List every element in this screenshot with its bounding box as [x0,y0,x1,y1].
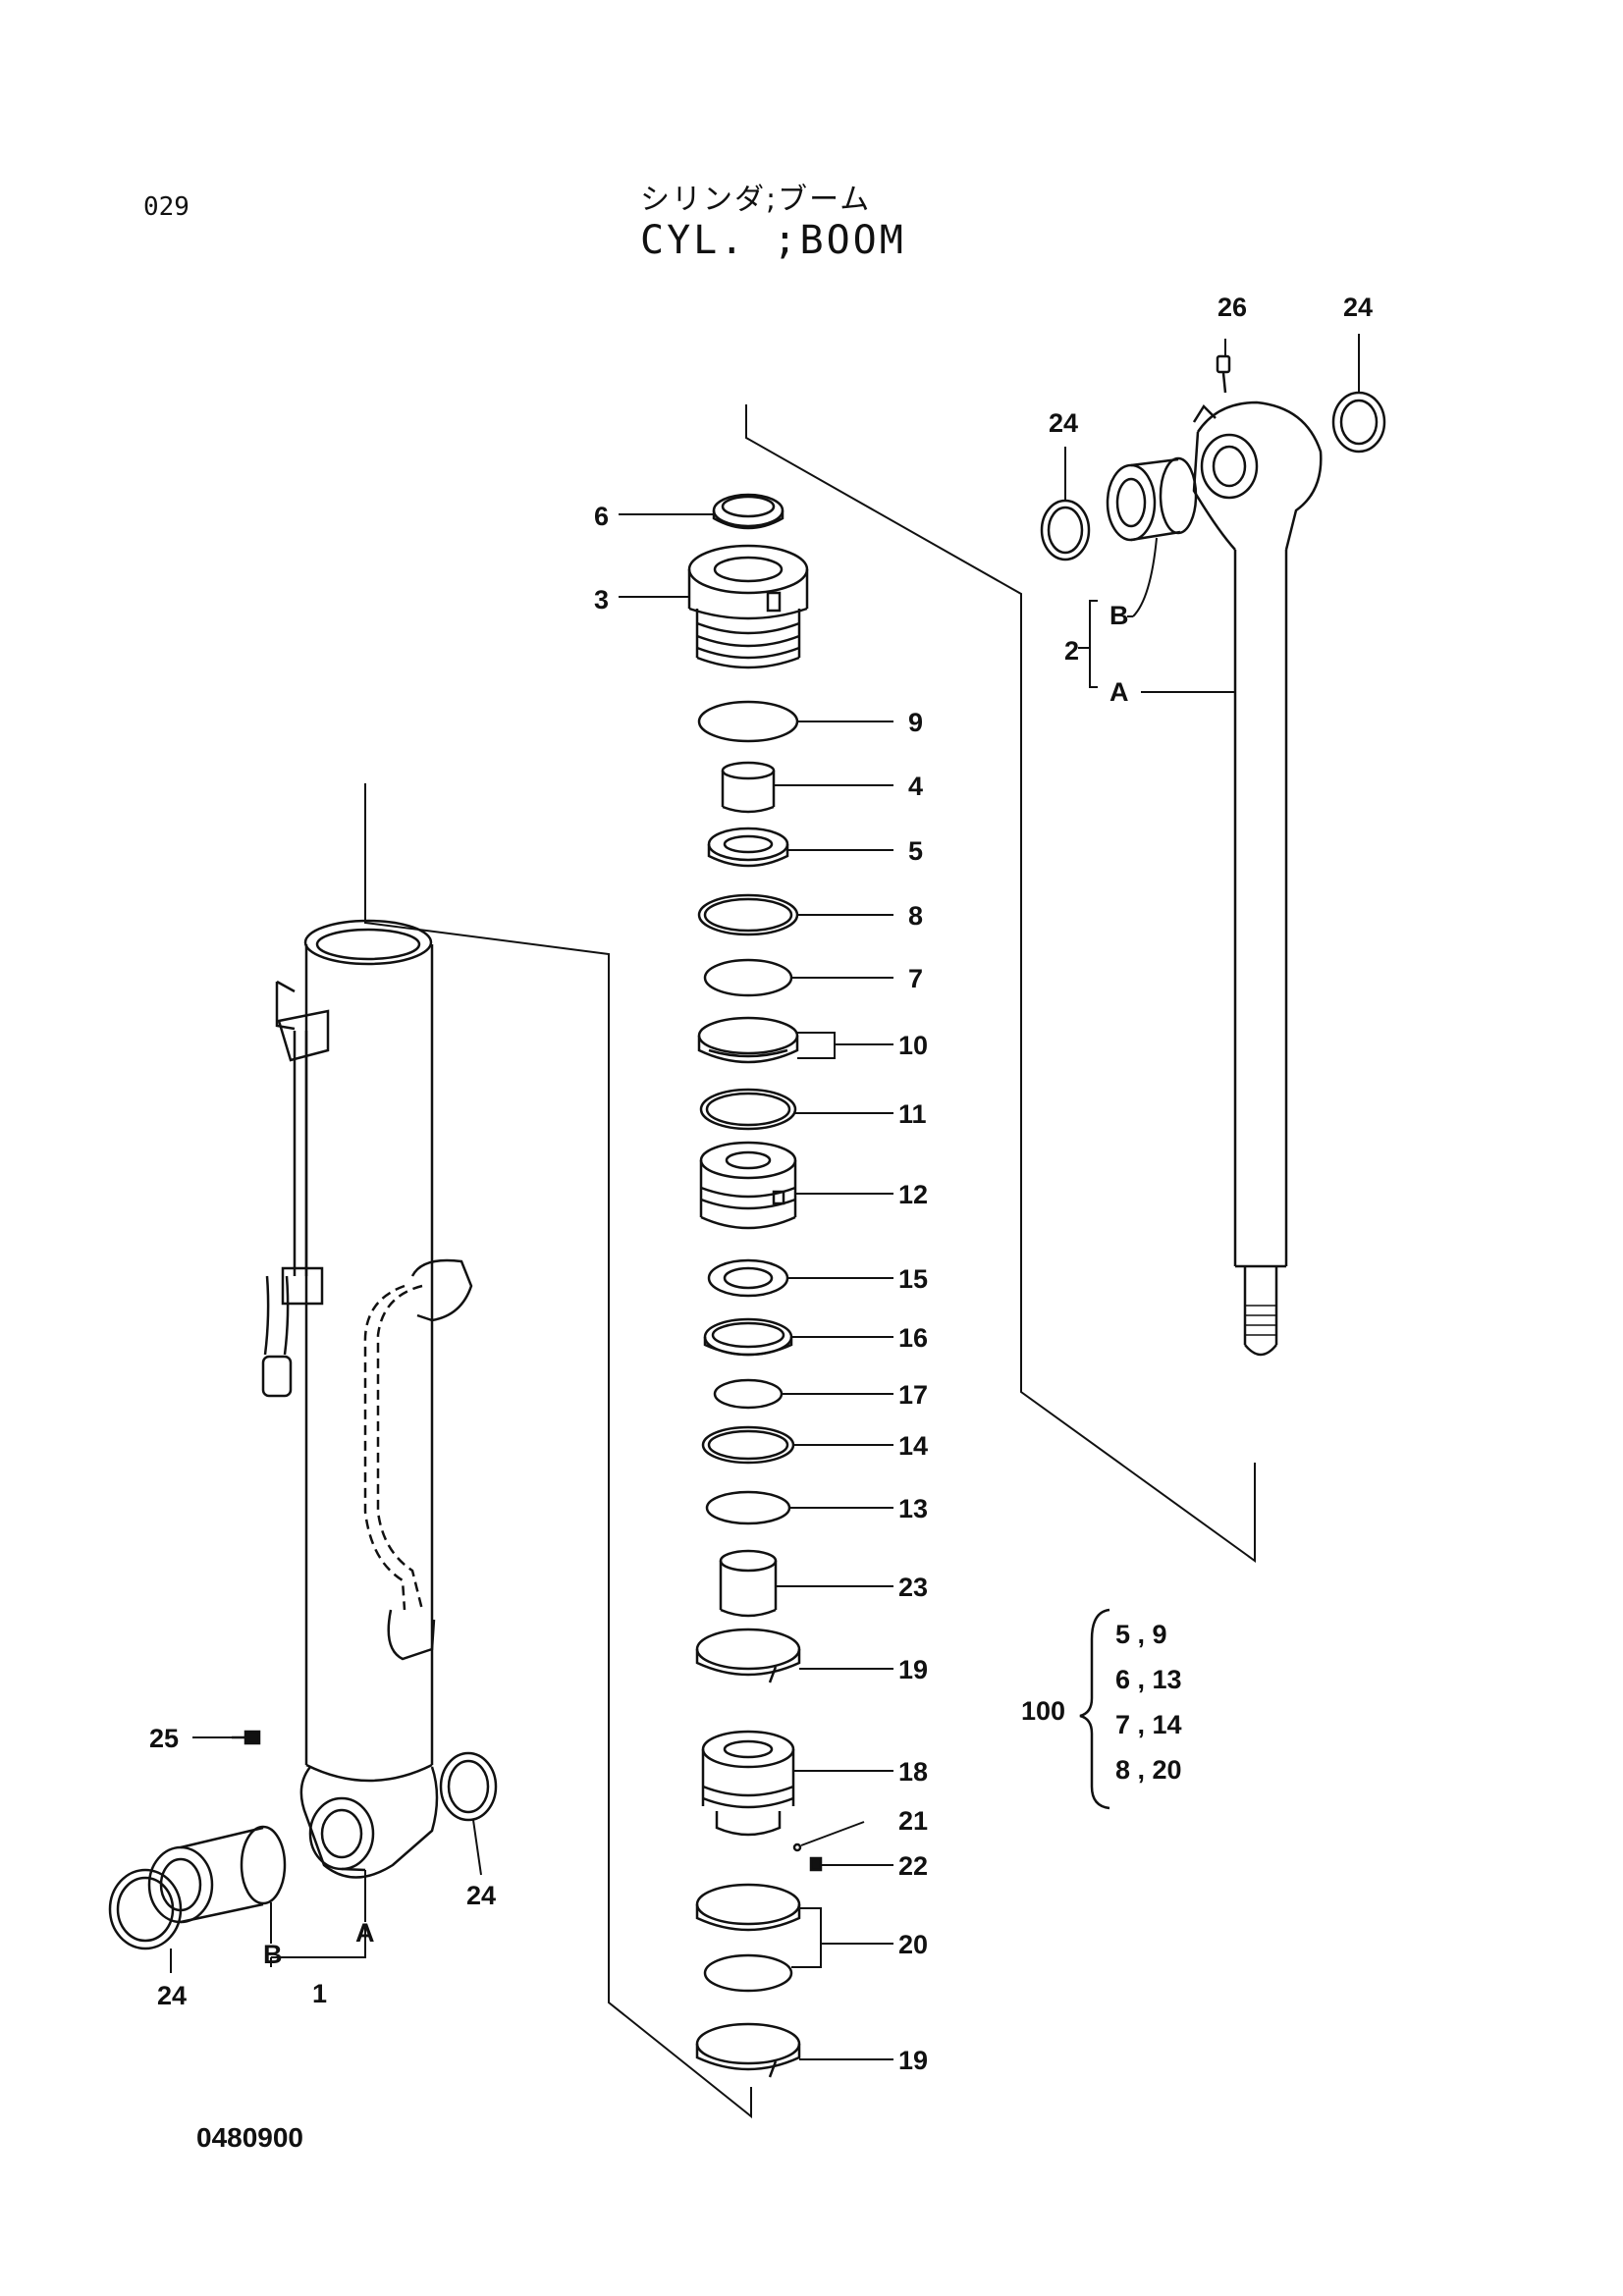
tube-side-ring-left [108,1868,183,1950]
page-number: 029 [143,192,189,222]
callout-2-B: B [1109,601,1129,630]
title-english: CYL. ;BOOM [640,218,906,263]
title-japanese: シリンダ;ブーム [640,183,872,217]
part-23-bushing [719,1549,778,1618]
kit-number: 100 [1021,1696,1065,1726]
callout-1-B: B [263,1940,283,1969]
part-4-bushing [721,761,776,814]
part-12-piston [699,1141,797,1230]
callout-24-rod-left: 24 [1049,408,1078,438]
part-8-backup-ring [697,893,799,936]
part-10-cushion-ring [697,1016,799,1064]
callout-24-tube-right: 24 [466,1881,496,1910]
callout-24-rod-right: 24 [1343,293,1373,322]
kit-item-2: 6 , 13 [1115,1665,1182,1694]
callout-12: 12 [898,1180,928,1209]
callout-17: 17 [898,1380,928,1410]
rod-side-ring-right [1331,391,1386,454]
part-15-wear-ring [707,1258,789,1298]
part-19-wear-ring-lower [695,2022,801,2078]
callout-16: 16 [898,1323,928,1353]
cylinder-tube [261,919,473,1879]
kit-bracket [1079,1608,1110,1810]
part-6-dust-seal [712,493,784,530]
callout-24-tube-left: 24 [157,1981,187,2010]
tube-side-ring-right [439,1751,498,1822]
callout-19-upper: 19 [898,1655,928,1684]
callout-26: 26 [1217,293,1247,322]
callout-4: 4 [908,772,923,801]
callout-25: 25 [149,1724,179,1753]
callout-14: 14 [898,1431,928,1461]
callout-15: 15 [898,1264,928,1294]
rod-side-bushing [1106,456,1198,542]
callout-1-A: A [355,1918,375,1948]
part-19-wear-ring-upper [695,1628,801,1683]
callout-21: 21 [898,1806,928,1836]
part-5-rod-seal [707,827,789,868]
part-17-ring [713,1378,784,1410]
callout-7: 7 [908,964,923,993]
assembly-guide-lines [364,404,1256,2119]
callout-13: 13 [898,1494,928,1523]
grease-fitting-rod [1216,354,1231,394]
part-18-piston [701,1730,795,1837]
part-14-backup-ring [701,1425,795,1465]
callout-23: 23 [898,1573,928,1602]
callout-1: 1 [312,1979,327,2008]
callout-6: 6 [594,502,609,531]
part-11-ring [699,1088,797,1131]
part-22-set-screw [809,1856,823,1872]
callout-19-lower: 19 [898,2046,928,2075]
kit-item-1: 5 , 9 [1115,1620,1167,1649]
callout-20: 20 [898,1930,928,1959]
drawing-number: 0480900 [196,2122,304,2153]
callout-8: 8 [908,901,923,931]
part-21-ball [792,1842,802,1852]
callout-9: 9 [908,708,923,737]
callout-5: 5 [908,836,923,866]
callout-2: 2 [1064,636,1079,666]
leader-lines [170,334,1360,2060]
grease-fitting-tube [232,1730,261,1745]
callout-10: 10 [898,1031,928,1060]
part-20-seal-set [695,1883,801,1993]
callout-2-A: A [1109,677,1129,707]
kit-item-3: 7 , 14 [1115,1710,1182,1739]
tube-side-bushing [147,1825,287,1924]
callout-3: 3 [594,585,609,614]
kit-item-4: 8 , 20 [1115,1755,1182,1785]
callout-11: 11 [898,1099,927,1129]
part-7-o-ring [703,958,793,997]
callout-18: 18 [898,1757,928,1787]
part-9-o-ring [697,700,799,743]
part-3-rod-cover [687,544,809,669]
part-16-seal-ring [703,1317,793,1357]
part-13-o-ring [705,1490,791,1525]
rod-side-ring-left [1040,499,1091,561]
callout-22: 22 [898,1851,928,1881]
piston-rod [1192,400,1323,1357]
